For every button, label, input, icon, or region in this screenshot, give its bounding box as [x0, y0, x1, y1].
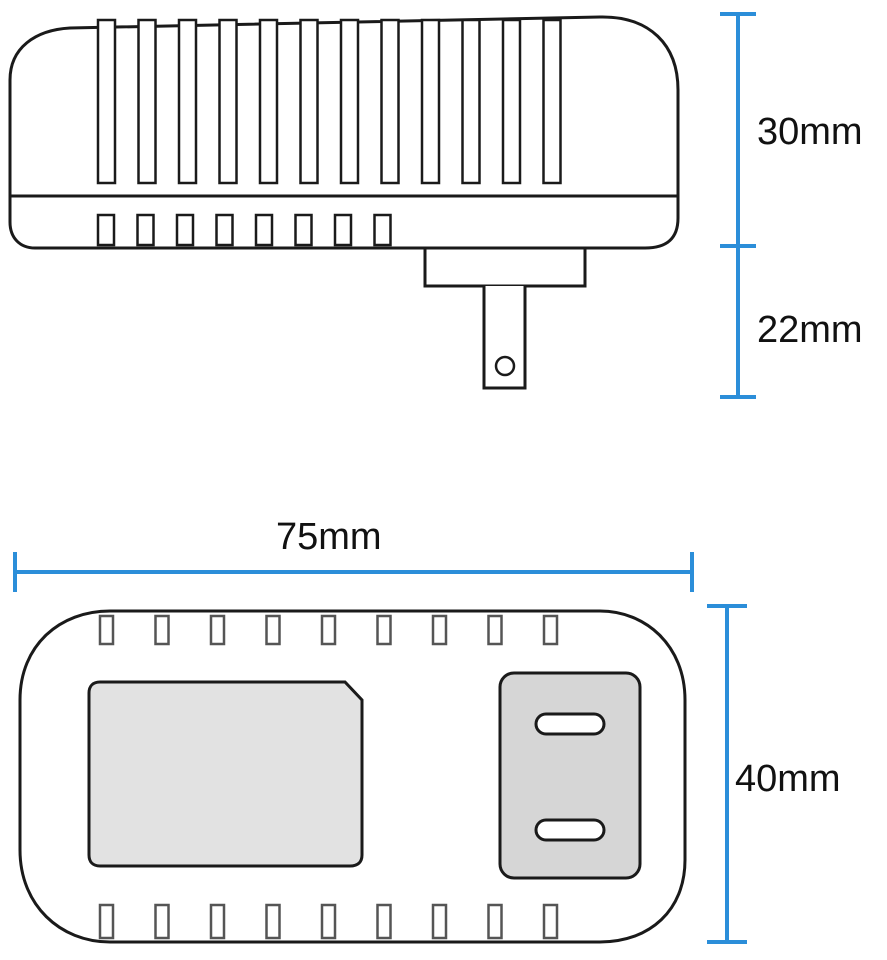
- socket-slot-upper: [534, 712, 606, 736]
- front-top-vent-slot: [376, 614, 392, 646]
- front-bottom-vent-slot: [431, 903, 448, 940]
- front-top-vent-slot: [542, 614, 559, 646]
- side-lower-vent-slot: [215, 213, 234, 247]
- side-lower-vent-slot: [96, 213, 116, 247]
- side-lower-vent-slot: [294, 213, 313, 247]
- front-bottom-vent-slot: [542, 903, 559, 940]
- side-lower-vent-slot: [254, 213, 274, 247]
- side-vent-slot: [461, 18, 481, 185]
- side-vent-slot: [96, 18, 117, 185]
- socket-slot-lower: [534, 818, 606, 842]
- label-plate: [87, 680, 364, 868]
- side-vent-slot: [177, 18, 198, 185]
- side-vent-slot: [542, 18, 562, 185]
- side-vent-slot: [420, 18, 441, 185]
- side-lower-vent-group: [96, 213, 392, 247]
- front-width-dimension: [13, 552, 694, 592]
- side-vent-slot: [380, 18, 400, 185]
- front-depth-label: 40mm: [735, 758, 841, 800]
- side-height-dimension: [720, 12, 756, 399]
- front-bottom-vent-group: [98, 903, 559, 940]
- front-top-vent-slot: [98, 614, 115, 646]
- front-view: [13, 552, 747, 944]
- side-lower-vent-slot: [136, 213, 155, 247]
- side-lower-vent-slot: [175, 213, 195, 247]
- socket-face: [498, 671, 642, 880]
- front-top-vent-slot: [265, 614, 281, 646]
- front-bottom-vent-slot: [209, 903, 226, 940]
- front-bottom-vent-slot: [320, 903, 337, 940]
- plug-prong: [482, 286, 527, 390]
- plug-length-label: 22mm: [757, 309, 863, 351]
- front-top-vent-slot: [320, 614, 337, 646]
- side-vent-slot: [137, 18, 157, 185]
- front-bottom-vent-slot: [487, 903, 503, 940]
- side-vent-slot: [501, 18, 522, 185]
- plug-base: [423, 246, 587, 288]
- front-top-vent-slot: [431, 614, 448, 646]
- side-vent-slot: [218, 18, 238, 185]
- front-top-vent-slot: [487, 614, 503, 646]
- front-depth-dimension: [707, 604, 747, 944]
- side-lower-vent-slot: [333, 213, 353, 247]
- side-vent-group: [96, 18, 562, 185]
- front-bottom-vent-slot: [154, 903, 170, 940]
- side-vent-slot: [339, 18, 360, 185]
- front-bottom-vent-slot: [98, 903, 115, 940]
- front-top-vent-group: [98, 614, 559, 646]
- side-vent-slot: [299, 18, 319, 185]
- side-vent-slot: [258, 18, 279, 185]
- front-top-vent-slot: [209, 614, 226, 646]
- plug-prong-hole: [494, 355, 516, 377]
- side-view: [8, 12, 756, 399]
- side-height-label: 30mm: [757, 111, 863, 153]
- front-bottom-vent-slot: [265, 903, 281, 940]
- front-bottom-vent-slot: [376, 903, 392, 940]
- front-top-vent-slot: [154, 614, 170, 646]
- front-width-label: 75mm: [276, 516, 382, 558]
- side-lower-vent-slot: [373, 213, 392, 247]
